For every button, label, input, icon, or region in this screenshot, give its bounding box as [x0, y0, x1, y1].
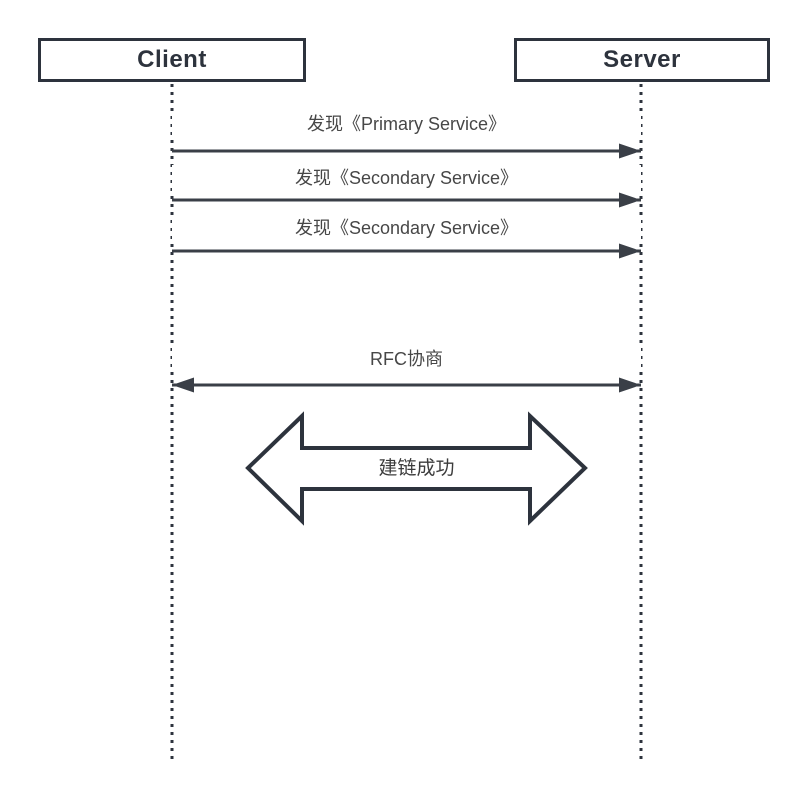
message-label-secondary-service-2: 发现《Secondary Service》	[172, 215, 641, 241]
message-label-link-established: 建链成功	[378, 458, 455, 479]
actor-label-server: Server	[603, 46, 681, 73]
link-established-block-arrow	[245, 411, 588, 526]
message-label-primary-service: 发现《Primary Service》	[172, 111, 641, 137]
actor-box-server: Server	[514, 38, 770, 82]
message-label-secondary-service-1: 发现《Secondary Service》	[172, 165, 641, 191]
message-label-rfc: RFC协商	[172, 346, 641, 372]
actor-label-client: Client	[137, 46, 207, 73]
actor-box-client: Client	[38, 38, 306, 82]
